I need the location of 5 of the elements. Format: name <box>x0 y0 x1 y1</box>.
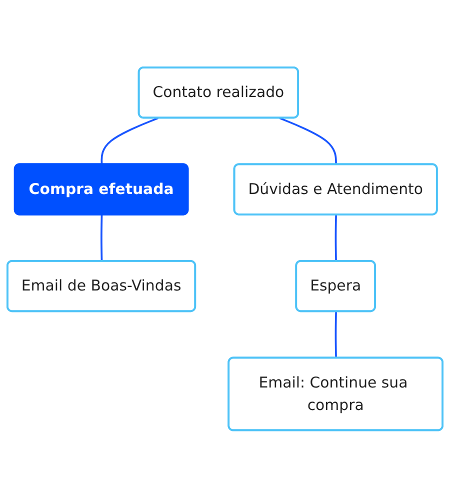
connector <box>100 117 158 165</box>
connector <box>279 117 337 165</box>
connector <box>334 215 337 262</box>
connector <box>334 312 337 358</box>
connector <box>100 215 103 262</box>
